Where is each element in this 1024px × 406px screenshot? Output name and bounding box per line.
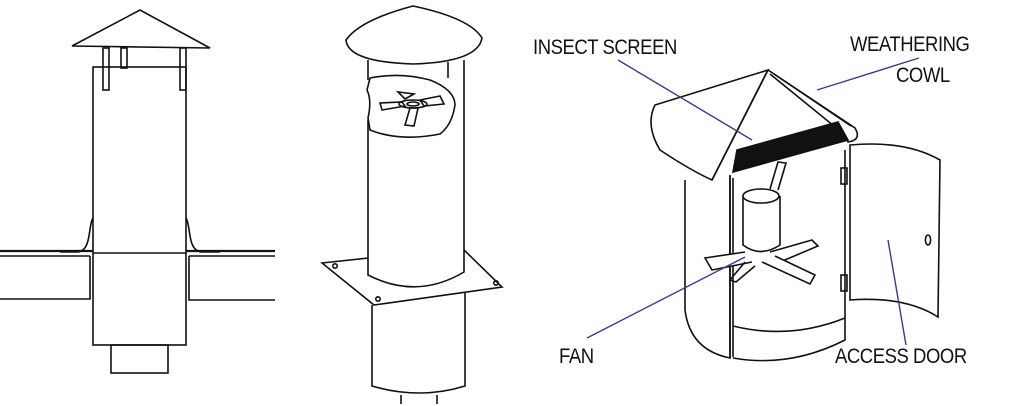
leader-insect-screen <box>617 59 753 141</box>
leader-fan <box>586 256 746 339</box>
leader-weathering-cowl <box>816 57 920 91</box>
label-cowl: COWL <box>896 64 950 87</box>
label-access-door: ACCESS DOOR <box>835 345 967 368</box>
label-insect-screen: INSECT SCREEN <box>533 36 677 59</box>
leader-access-door <box>887 239 907 346</box>
label-fan: FAN <box>559 345 594 368</box>
label-weathering: WEATHERING <box>850 33 970 56</box>
